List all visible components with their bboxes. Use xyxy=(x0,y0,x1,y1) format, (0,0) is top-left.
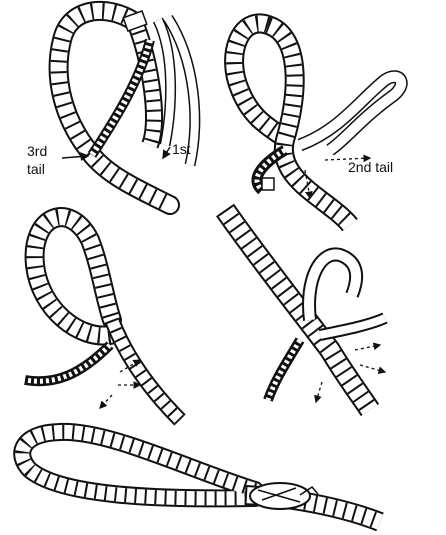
step-4-continued-tucks xyxy=(225,210,385,410)
step-5-finished-splice xyxy=(22,432,380,522)
label-second-tail: 2nd tail xyxy=(348,159,393,175)
step-1-unlaid-tails xyxy=(59,11,195,205)
label-third-tail-line2: tail xyxy=(27,161,45,177)
step-2-second-tail xyxy=(234,23,401,225)
label-first-tail: 1st xyxy=(172,141,191,157)
label-third-tail-line1: 3rd xyxy=(27,143,47,159)
step-3-tucked-tails xyxy=(25,217,180,420)
